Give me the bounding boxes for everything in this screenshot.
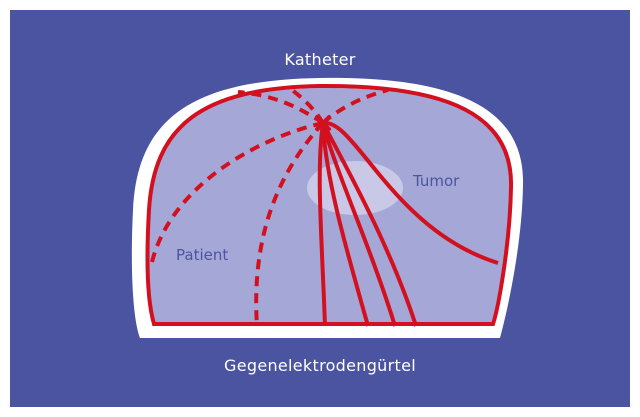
return-electrode-belt-label: Gegenelektrodengürtel: [0, 356, 640, 375]
tumor-label: Tumor: [413, 172, 459, 190]
catheter-label: Katheter: [0, 50, 640, 69]
patient-label: Patient: [176, 246, 228, 264]
